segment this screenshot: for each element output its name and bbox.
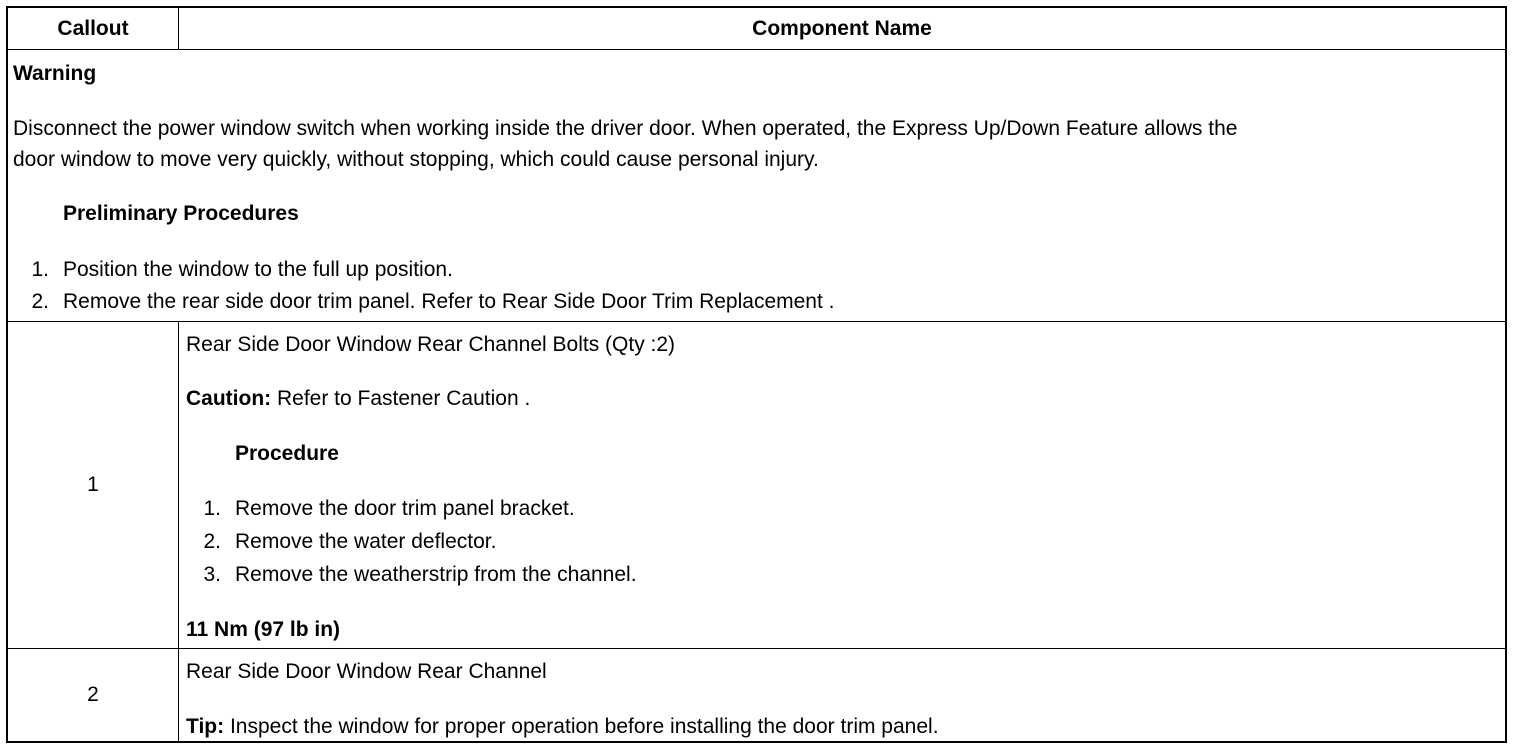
procedure-step-number: 3. — [203, 563, 221, 586]
caution-text: Refer to Fastener Caution . — [277, 387, 531, 410]
procedure-step-number: 1. — [203, 497, 221, 520]
prelim-step-number: 1. — [31, 258, 49, 281]
caution-label: Caution: — [186, 387, 272, 410]
preliminary-procedures-title: Preliminary Procedures — [63, 202, 299, 225]
prelim-step-text: Remove the rear side door trim panel. Re… — [63, 290, 835, 313]
procedure-step-number: 2. — [203, 530, 221, 553]
warning-text-line-2: door window to move very quickly, withou… — [13, 148, 819, 171]
caution-note: Caution: Refer to Fastener Caution . — [186, 388, 530, 409]
torque-spec: 11 Nm (97 lb in) — [186, 618, 341, 641]
service-procedure-table: Callout Component Name Warning Disconnec… — [6, 6, 1507, 743]
component-details: Rear Side Door Window Rear Channel Bolts… — [179, 322, 1505, 648]
warning-text-line-1: Disconnect the power window switch when … — [13, 117, 1238, 140]
prelim-step-text: Position the window to the full up posit… — [63, 258, 453, 281]
table-header-row: Callout Component Name — [8, 8, 1505, 49]
callout-number: 2 — [8, 649, 179, 741]
procedure-step-text: Remove the door trim panel bracket. — [235, 497, 575, 520]
callout-number: 1 — [8, 322, 179, 648]
header-component-name: Component Name — [752, 16, 932, 40]
tip-note: Tip: Inspect the window for proper opera… — [186, 716, 939, 737]
table-row: 2 Rear Side Door Window Rear Channel Tip… — [8, 648, 1505, 741]
header-callout: Callout — [8, 8, 179, 49]
procedure-step-text: Remove the weatherstrip from the channel… — [235, 563, 637, 586]
warning-title: Warning — [13, 62, 97, 85]
component-name: Rear Side Door Window Rear Channel Bolts… — [186, 333, 676, 356]
tip-text: Inspect the window for proper operation … — [229, 715, 939, 738]
procedure-title: Procedure — [235, 442, 339, 465]
prelim-step-number: 2. — [31, 290, 49, 313]
warning-row: Warning Disconnect the power window swit… — [8, 49, 1505, 321]
tip-label: Tip: — [186, 715, 225, 738]
procedure-step-text: Remove the water deflector. — [235, 530, 497, 553]
component-details: Rear Side Door Window Rear Channel Tip: … — [179, 649, 1505, 741]
component-name: Rear Side Door Window Rear Channel — [186, 660, 547, 683]
table-row: 1 Rear Side Door Window Rear Channel Bol… — [8, 321, 1505, 648]
